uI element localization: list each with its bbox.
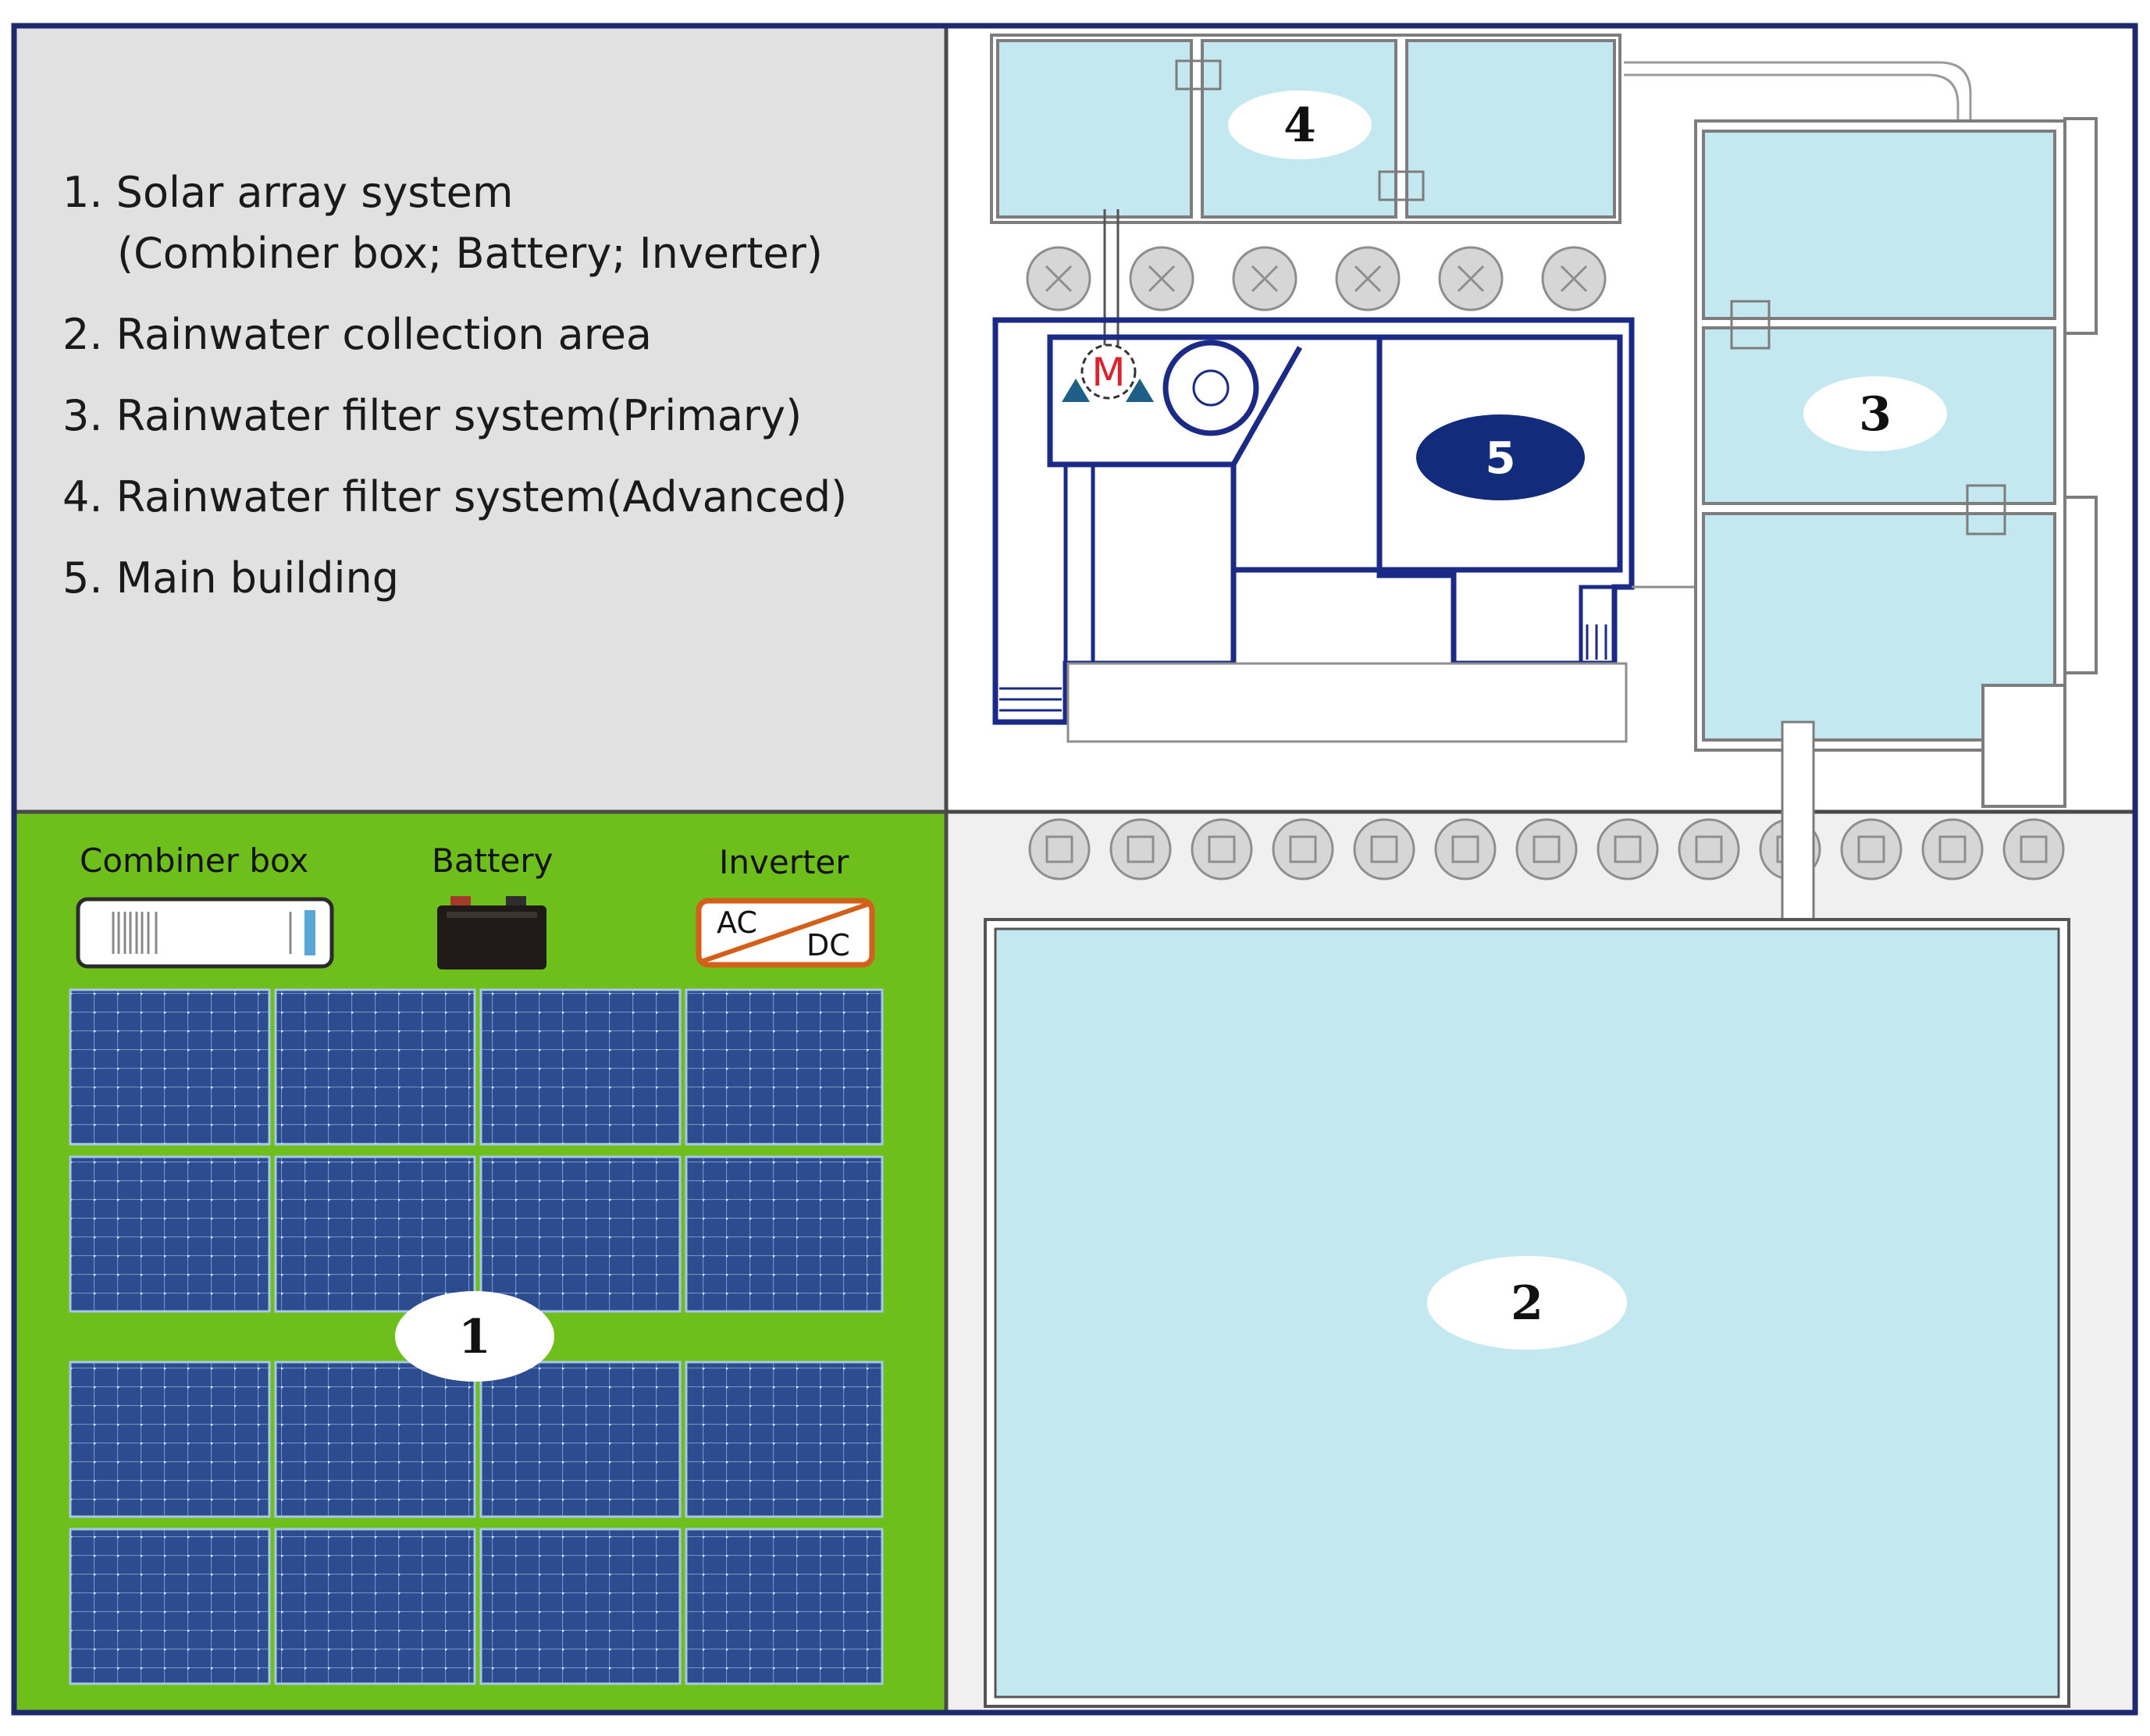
legend-item-4: 4. Rainwater filter system(Advanced) [62,472,848,521]
outer-frame [11,23,2138,1716]
marker-4 [1228,91,1372,159]
inverter-dc-label: DC [806,928,850,962]
motor-label: M [1091,350,1125,395]
legend: 1. Solar array system (Combiner box; Bat… [62,152,847,619]
marker-4-label: 4 [1283,98,1316,153]
battery-label: Battery [432,841,554,880]
marker-3-label: 3 [1859,387,1892,442]
inverter-ac-label: AC [717,905,757,940]
main-building [992,317,1635,725]
marker-5-label: 5 [1486,433,1516,484]
inverter-label: Inverter [719,843,849,881]
inverter-icon [696,898,875,968]
primary-filter-tanks [1694,117,2098,808]
legend-item-1-detail: (Combiner box; Battery; Inverter) [117,229,823,278]
battery-icon [437,896,546,969]
legend-item-1: 1. Solar array system [62,168,514,217]
combiner-box-icon [76,897,334,969]
marker-2-label: 2 [1511,1276,1543,1331]
marker-1 [395,1291,554,1382]
legend-item-5: 5. Main building [62,553,400,603]
combiner-box-label: Combiner box [80,841,309,880]
trees-row-bottom [1028,818,2065,880]
trees-row-top [1026,246,1607,311]
marker-2 [1427,1256,1627,1350]
solar-panels [69,988,884,1685]
marker-1-label: 1 [458,1310,491,1364]
marker-3 [1803,376,1947,451]
marker-5 [1416,414,1585,500]
legend-panel [16,27,945,810]
legend-item-2: 2. Rainwater collection area [62,310,653,359]
motor-icon [1062,343,1154,402]
legend-item-3: 3. Rainwater filter system(Primary) [62,391,803,440]
